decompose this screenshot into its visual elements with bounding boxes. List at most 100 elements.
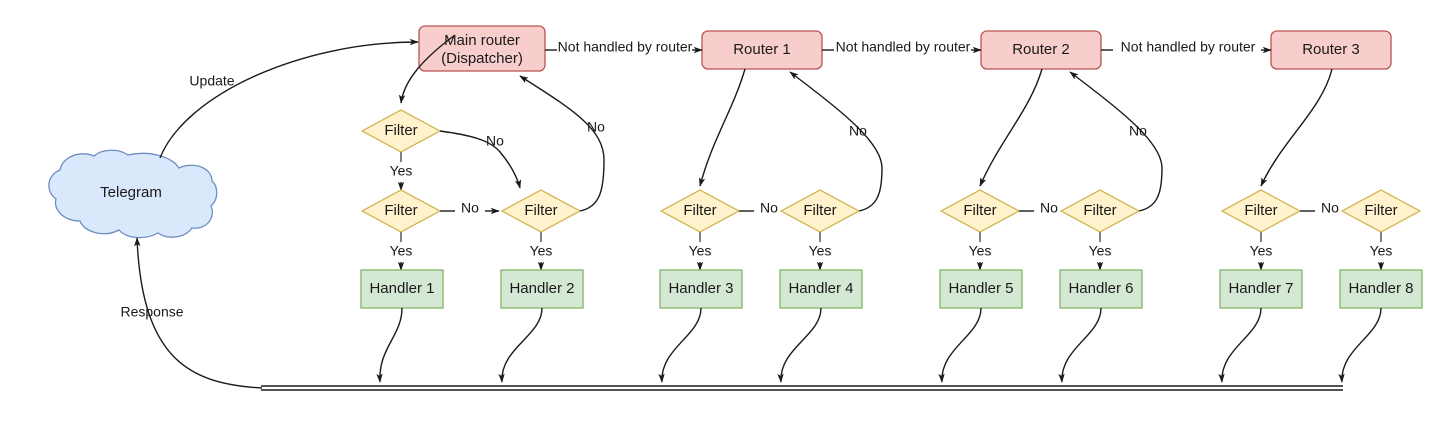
filter-3[interactable]: Filter — [659, 189, 741, 233]
handler-7-label: Handler 7 — [1228, 280, 1293, 297]
edge-filter7-yes: Yes — [1250, 232, 1273, 271]
filter-1[interactable]: Filter — [360, 189, 442, 233]
filter-0-label: Filter — [384, 122, 417, 139]
handler-6[interactable]: Handler 6 — [1059, 269, 1143, 309]
yes-label-2: Yes — [530, 243, 553, 259]
router-3-label: Router 3 — [1302, 41, 1360, 58]
router-2-label: Router 2 — [1012, 41, 1070, 58]
filter-8[interactable]: Filter — [1340, 189, 1422, 233]
no-label-7: No — [1321, 200, 1339, 216]
chain-link-main-to-r1: Not handled by router — [545, 39, 703, 55]
edge-filter1-yes: Yes — [390, 232, 413, 271]
handler-1-label: Handler 1 — [369, 280, 434, 297]
router-1-label: Router 1 — [733, 41, 791, 58]
edge-filter8-yes: Yes — [1370, 232, 1393, 271]
handler-5[interactable]: Handler 5 — [939, 269, 1023, 309]
handler-3-box[interactable] — [659, 269, 743, 309]
filter-5-label: Filter — [963, 202, 996, 219]
filter-7-label: Filter — [1244, 202, 1277, 219]
telegram-label: Telegram — [100, 184, 162, 201]
yes-label-5: Yes — [969, 243, 992, 259]
router-main-box[interactable] — [418, 25, 546, 72]
edge-r1-to-filter3 — [698, 68, 746, 187]
handler-6-box[interactable] — [1059, 269, 1143, 309]
response-label: Response — [120, 304, 183, 320]
filter-2[interactable]: Filter — [500, 189, 582, 233]
filter-4[interactable]: Filter — [779, 189, 861, 233]
update-edge: Update — [159, 38, 419, 159]
edge-filter4-no-return: No — [789, 71, 883, 212]
chain-link-r2-to-r3: Not handled by router — [1101, 39, 1272, 55]
no-label-2: No — [587, 119, 605, 135]
filter-0[interactable]: Filter — [360, 109, 442, 153]
filter-2-label: Filter — [524, 202, 557, 219]
edge-filter4-yes: Yes — [809, 232, 832, 271]
response-edge: Response — [120, 237, 263, 389]
edge-filter3-yes: Yes — [689, 232, 712, 271]
handler-7[interactable]: Handler 7 — [1219, 269, 1303, 309]
router-3[interactable]: Router 3 — [1270, 30, 1392, 70]
filter-1-label: Filter — [384, 202, 417, 219]
router-2[interactable]: Router 2 — [980, 30, 1102, 70]
handler-5-box[interactable] — [939, 269, 1023, 309]
edge-filter5-yes: Yes — [969, 232, 992, 271]
handler-3[interactable]: Handler 3 — [659, 269, 743, 309]
yes-label-4: Yes — [809, 243, 832, 259]
no-label-1: No — [461, 200, 479, 216]
chain-label-1: Not handled by router — [836, 39, 971, 55]
edge-filter1-no: No — [440, 200, 500, 216]
edge-filter2-no-return: No — [519, 75, 605, 212]
handler-4[interactable]: Handler 4 — [779, 269, 863, 309]
yes-label-0: Yes — [390, 163, 413, 179]
no-label-5: No — [1040, 200, 1058, 216]
edge-filter6-yes: Yes — [1089, 232, 1112, 271]
handler-3-label: Handler 3 — [668, 280, 733, 297]
chain-label-0: Not handled by router — [558, 39, 693, 55]
handler-7-box[interactable] — [1219, 269, 1303, 309]
router-1[interactable]: Router 1 — [701, 30, 823, 70]
yes-label-6: Yes — [1089, 243, 1112, 259]
edge-filter0-yes: Yes — [390, 152, 413, 191]
filter-3-label: Filter — [683, 202, 716, 219]
edge-main-to-filter0 — [398, 34, 456, 104]
filter-5[interactable]: Filter — [939, 189, 1021, 233]
no-label-0: No — [486, 133, 504, 149]
no-label-4: No — [849, 123, 867, 139]
yes-label-1: Yes — [390, 243, 413, 259]
handler-1[interactable]: Handler 1 — [360, 269, 444, 309]
edge-filter0-no: No — [439, 130, 522, 189]
handler-2-label: Handler 2 — [509, 280, 574, 297]
filter-4-label: Filter — [803, 202, 836, 219]
telegram-cloud: Telegram — [48, 149, 218, 239]
yes-label-8: Yes — [1370, 243, 1393, 259]
filter-6[interactable]: Filter — [1059, 189, 1141, 233]
router-main[interactable]: Main router (Dispatcher) — [418, 25, 546, 72]
handler-5-label: Handler 5 — [948, 280, 1013, 297]
handler-to-bus-edges — [376, 307, 1382, 383]
yes-label-7: Yes — [1250, 243, 1273, 259]
handler-2[interactable]: Handler 2 — [500, 269, 584, 309]
filter-7[interactable]: Filter — [1220, 189, 1302, 233]
router-main-label-line1: Main router — [444, 32, 520, 49]
handler-6-label: Handler 6 — [1068, 280, 1133, 297]
handler-8-label: Handler 8 — [1348, 280, 1413, 297]
edge-filter6-no-return: No — [1069, 71, 1163, 212]
edge-filter2-yes: Yes — [530, 232, 553, 271]
edge-r2-to-filter5 — [979, 68, 1043, 187]
edge-r3-to-filter7 — [1260, 68, 1333, 187]
handler-4-label: Handler 4 — [788, 280, 853, 297]
no-label-3: No — [760, 200, 778, 216]
yes-label-3: Yes — [689, 243, 712, 259]
chain-link-r1-to-r2: Not handled by router — [822, 39, 982, 55]
no-label-6: No — [1129, 123, 1147, 139]
chain-label-2: Not handled by router — [1121, 39, 1256, 55]
filter-6-label: Filter — [1083, 202, 1116, 219]
filter-8-label: Filter — [1364, 202, 1397, 219]
handler-8-box[interactable] — [1339, 269, 1423, 309]
handler-8[interactable]: Handler 8 — [1339, 269, 1423, 309]
handler-2-box[interactable] — [500, 269, 584, 309]
update-label: Update — [189, 73, 234, 89]
router-main-label-line2: (Dispatcher) — [441, 50, 523, 67]
